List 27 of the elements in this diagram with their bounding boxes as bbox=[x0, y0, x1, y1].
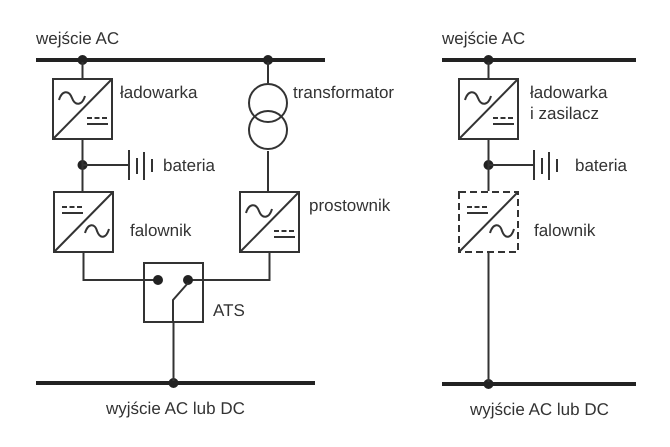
wire bbox=[82, 253, 143, 281]
wire bbox=[488, 140, 490, 165]
bus-label: wejście AC bbox=[36, 28, 120, 49]
wire bbox=[488, 165, 490, 191]
component-label: ATS bbox=[213, 300, 245, 321]
wire bbox=[267, 62, 269, 83]
wire bbox=[204, 253, 270, 281]
wire bbox=[82, 62, 84, 78]
component-label: transformator bbox=[293, 82, 394, 103]
component-label: falownik bbox=[534, 220, 596, 241]
bus-label: wejście AC bbox=[442, 28, 526, 49]
wire bbox=[488, 253, 490, 382]
wire bbox=[172, 323, 174, 381]
component-label: prostownik bbox=[309, 195, 390, 216]
component-label: ładowarka bbox=[120, 82, 198, 103]
wire bbox=[82, 164, 128, 166]
component-label: falownik bbox=[130, 220, 192, 241]
wire bbox=[488, 62, 490, 78]
wire bbox=[267, 151, 269, 191]
wire bbox=[82, 140, 84, 165]
wire bbox=[488, 164, 533, 166]
bus-label: wyjście AC lub DC bbox=[470, 399, 609, 420]
component-label: ładowarka i zasilacz bbox=[530, 82, 608, 124]
bus-label: wyjście AC lub DC bbox=[106, 398, 245, 419]
component-label: bateria bbox=[163, 155, 215, 176]
component-label: bateria bbox=[575, 155, 627, 176]
wire bbox=[82, 165, 84, 191]
